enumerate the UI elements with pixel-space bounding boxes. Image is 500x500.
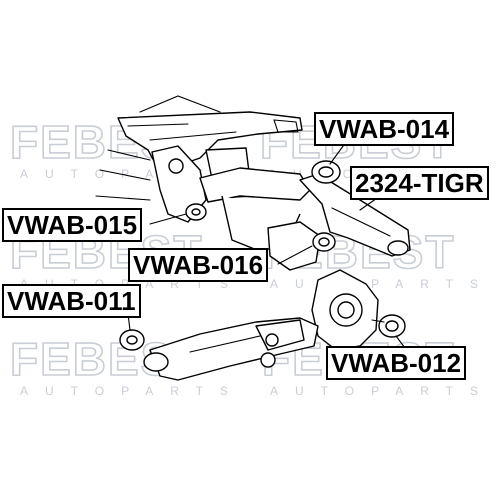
part-label-2324-tigr[interactable]: 2324-TIGR xyxy=(350,166,489,200)
watermark-tagline-text: AUTOPARTS xyxy=(270,384,495,398)
part-label-vwab-016[interactable]: VWAB-016 xyxy=(128,248,269,282)
center-link-assembly xyxy=(185,203,336,271)
part-label-vwab-012[interactable]: VWAB-012 xyxy=(326,346,467,380)
trailing-arm xyxy=(119,317,319,381)
part-label-vwab-015[interactable]: VWAB-015 xyxy=(2,208,143,242)
part-label-vwab-011[interactable]: VWAB-011 xyxy=(2,284,141,318)
leader-line-vwab-016 xyxy=(277,245,313,265)
watermark-tagline-text: AUTOPARTS xyxy=(270,277,495,291)
leader-line-vwab-015 xyxy=(149,213,187,225)
lower-wishbone xyxy=(299,160,411,257)
part-label-vwab-014[interactable]: VWAB-014 xyxy=(314,112,455,146)
watermark-tagline-text: AUTOPARTS xyxy=(20,384,245,398)
upper-link xyxy=(199,119,311,253)
wheel-carrier xyxy=(311,269,406,351)
